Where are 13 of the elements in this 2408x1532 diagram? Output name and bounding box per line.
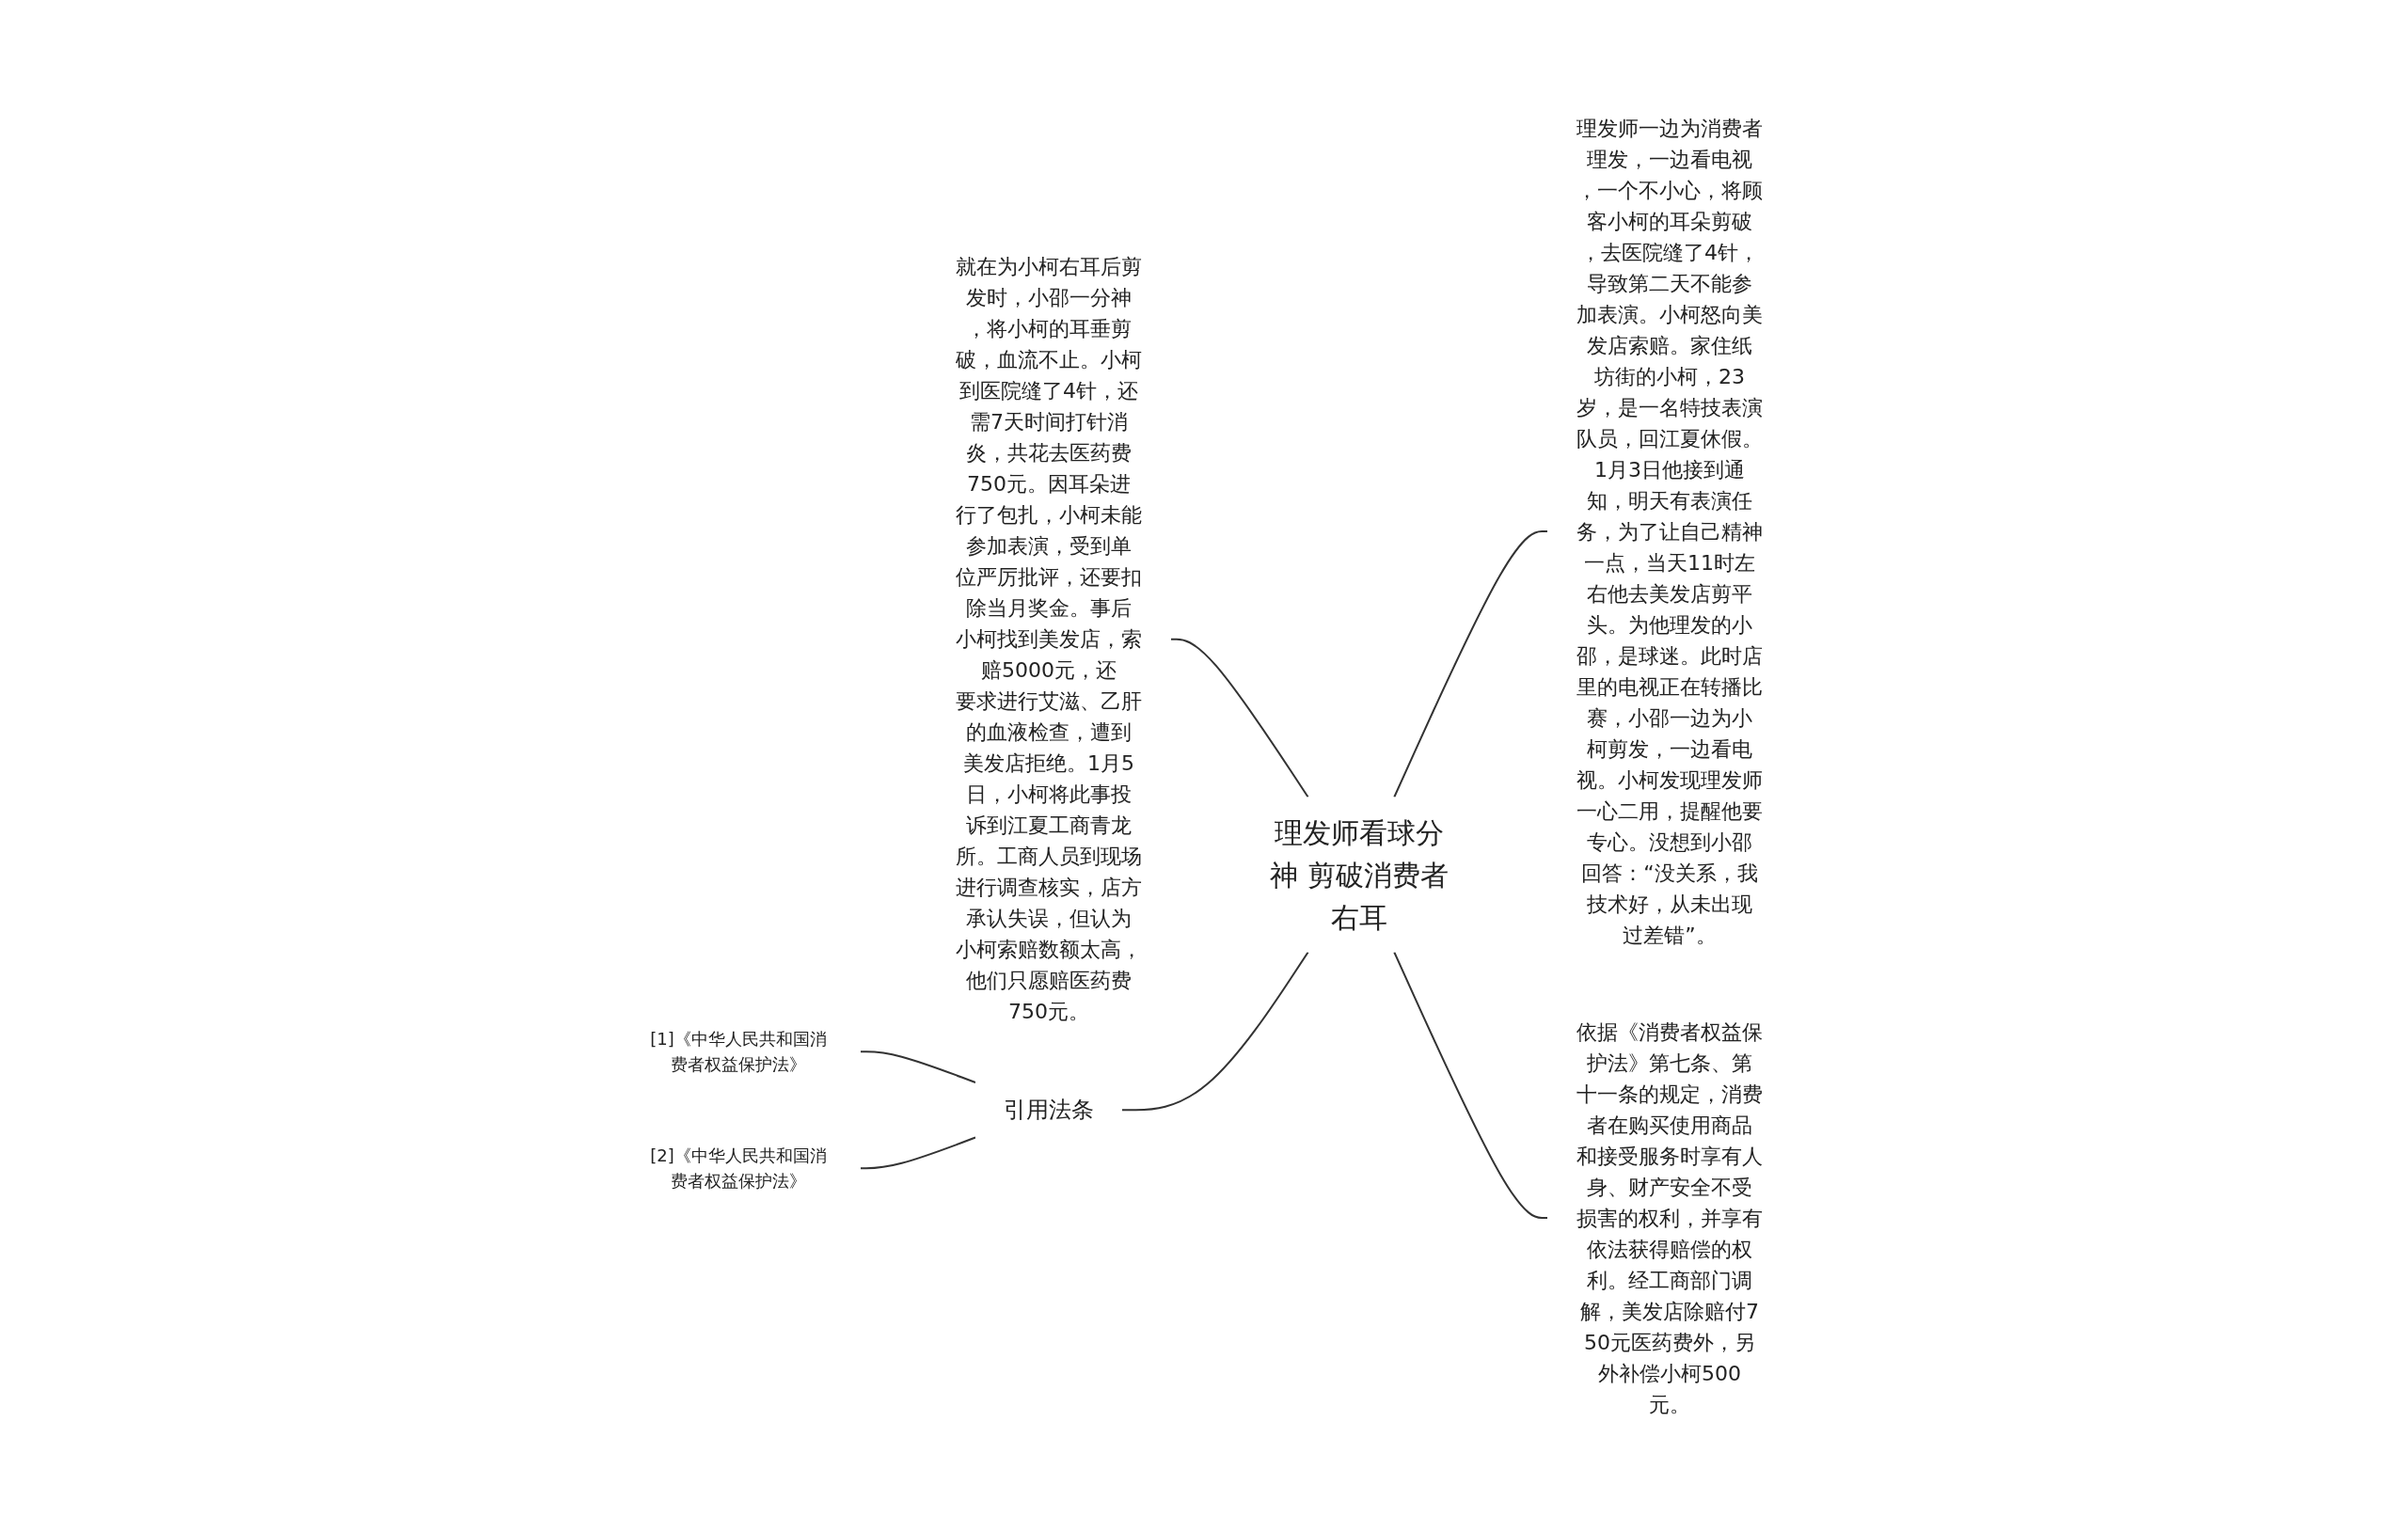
connector xyxy=(860,1050,976,1083)
connector xyxy=(1393,530,1548,798)
node-text: 依据《消费者权益保护法》第七条、第十一条的规定，消费者在购买使用商品和接受服务时享有人身、财产安全不受损害的权利，并享有依法获得赔偿的权利。经工商部门调解，美发店除赔付750元医药费外，另外补偿小柯500元。 xyxy=(1576,1019,1763,1416)
node-text: 就在为小柯右耳后剪发时，小邵一分神，将小柯的耳垂剪破，血流不止。小柯到医院缝了4针，还需7天时间打针消炎，共花去医药费750元。因耳朵进行了包扎，小柯未能参加表演，受到单位严厉批评，还要扣除当月奖金。事后小柯找到美发店，索赔5000元，还要求进行艾滋、乙肝的血液检查，遭到美发店拒绝。1月5日，小柯将此事投诉到江夏工商青龙所。工商人员到现场进行调查核实，店方承认失误，但认为小柯索赔数额太高，他们只愿赔医药费750元。 xyxy=(956,255,1142,1024)
connector xyxy=(1393,951,1548,1219)
node-text: 理发师一边为消费者理发，一边看电视，一个不小心，将顾客小柯的耳朵剪破，去医院缝了4针，导致第二天不能参加表演。小柯怒向美发店索赔。家住纸坊街的小柯，23岁，是一名特技表演队员，回江夏休假。1月3日他接到通知，明天有表演任务，为了让自己精神一点，当天11时左右他去美发店剪平头。为他理发的小邵，是球迷。此时店里的电视正在转播比赛，小邵一边为小柯剪发，一边看电视。小柯发现理发师一心二用，提醒他要专心。没想到小邵回答：“没关系，我技术好，从未出现过差错”。 xyxy=(1576,116,1763,947)
connector xyxy=(1121,951,1309,1112)
node-text: [2]《中华人民共和国消费者权益保护法》 xyxy=(650,1145,827,1192)
node-text: 理发师看球分神 剪破消费者右耳 xyxy=(1270,815,1449,934)
connector xyxy=(860,1136,976,1170)
connector xyxy=(1170,638,1309,798)
node-text: 引用法条 xyxy=(1004,1097,1094,1124)
node-text: [1]《中华人民共和国消费者权益保护法》 xyxy=(650,1029,827,1075)
